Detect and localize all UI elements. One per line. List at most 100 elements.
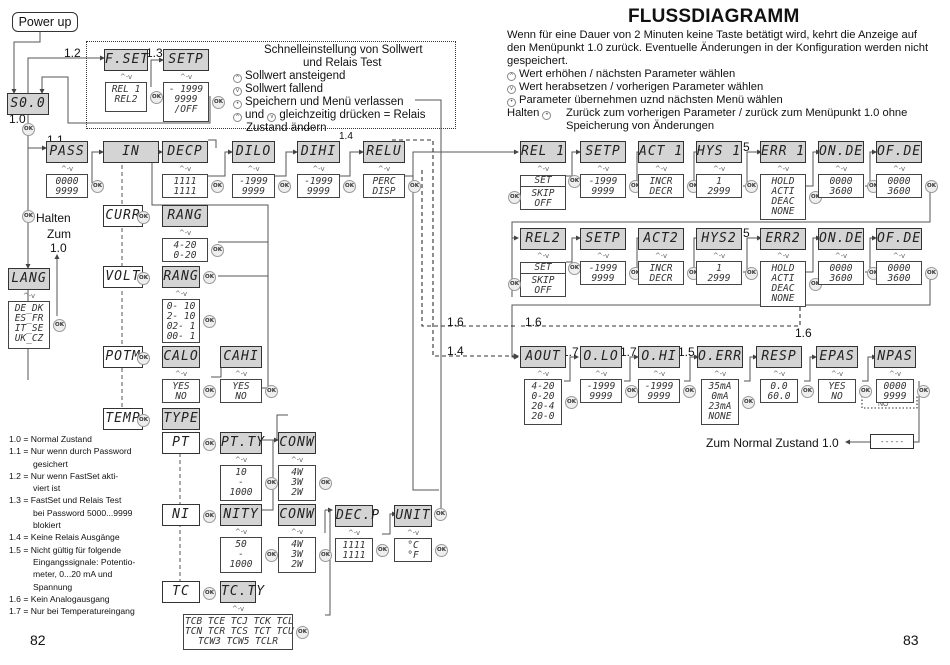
ok-button-icon[interactable]: OK [434,508,447,521]
ok-button-icon[interactable]: OK [203,438,216,451]
up-down-buttons-icon[interactable]: ^-v [234,528,248,536]
ok-button-icon[interactable]: OK [745,180,758,193]
ok-button-icon[interactable]: OK [137,211,150,224]
ok-button-icon[interactable]: OK [319,477,332,490]
ok-button-icon[interactable]: OK [408,180,421,193]
node-hys2-title[interactable]: HYS2 [696,228,742,250]
node-act2-title[interactable]: ACT2 [638,228,684,250]
up-down-buttons-icon[interactable]: ^-v [888,370,902,378]
ok-button-icon[interactable]: OK [137,352,150,365]
node-ptty-title[interactable]: PT.TY [220,432,264,454]
node-rel1-title[interactable]: REL 1 [520,141,566,163]
ok-button-icon[interactable]: OK [203,271,216,284]
ok-button-icon[interactable]: OK [22,123,35,136]
up-down-buttons-icon[interactable]: ^-v [247,165,260,173]
node-calo-title[interactable]: CALO [162,346,200,368]
ok-button-icon[interactable]: OK [435,544,448,557]
node-npas-title[interactable]: NPAS [874,346,916,368]
up-down-buttons-icon[interactable]: ^-v [594,370,608,378]
ok-button-icon[interactable]: OK [211,244,224,257]
up-down-buttons-icon[interactable]: ^-v [536,252,550,260]
ok-button-icon[interactable]: OK [683,385,696,398]
up-down-buttons-icon[interactable]: ^-v [776,252,790,260]
up-down-buttons-icon[interactable]: ^-v [652,370,666,378]
node-tcty-title[interactable]: TC.TY [220,581,264,603]
ok-button-icon[interactable]: OK [91,180,104,193]
node-cahi-title[interactable]: CAHI [220,346,262,368]
node-decp-t-title[interactable]: DEC.P [335,505,379,527]
node-conw-ni-title[interactable]: CONW [278,504,316,526]
ok-button-icon[interactable]: OK [53,319,66,332]
node-nity-title[interactable]: NITY [220,504,262,526]
node-tc[interactable]: TC [162,581,200,603]
node-potm[interactable]: POTM [103,346,143,368]
up-down-buttons-icon[interactable]: ^-v [312,165,325,173]
up-down-buttons-icon[interactable]: ^-v [772,370,786,378]
node-pass-title[interactable]: PASS [46,141,88,163]
node-epas-title[interactable]: EPAS [816,346,858,368]
node-rang-curr-title[interactable]: RANG [162,205,208,227]
ok-button-icon[interactable]: OK [203,510,216,523]
ok-button-icon[interactable]: OK [625,385,638,398]
up-down-buttons-icon[interactable]: ^-v [834,252,848,260]
node-curr[interactable]: CURR [103,205,143,227]
up-down-buttons-icon[interactable]: ^-v [60,165,74,173]
up-down-buttons-icon[interactable]: ^-v [536,165,550,173]
up-down-buttons-icon[interactable]: ^-v [234,456,248,464]
up-down-buttons-icon[interactable]: ^-v [654,165,668,173]
node-olo-title[interactable]: O.LO [580,346,622,368]
up-down-buttons-icon[interactable]: ^-v [892,165,906,173]
node-ohi-title[interactable]: O.HI [638,346,680,368]
node-dilo-title[interactable]: DILO [232,141,275,163]
ok-button-icon[interactable]: OK [376,544,389,557]
up-down-buttons-icon[interactable]: ^-v [179,73,193,81]
node-setp2-title[interactable]: SETP [580,228,626,250]
ok-button-icon[interactable]: OK [508,278,521,291]
ok-button-icon[interactable]: OK [343,180,356,193]
up-down-buttons-icon[interactable]: ^-v [290,456,304,464]
node-setp-fast-title[interactable]: SETP [163,49,209,71]
node-aout-title[interactable]: AOUT [520,346,566,368]
ok-button-icon[interactable]: OK [801,385,814,398]
ok-button-icon[interactable]: OK [508,191,521,204]
node-setp1-title[interactable]: SETP [580,141,626,163]
up-down-buttons-icon[interactable]: ^-v [347,529,361,537]
up-down-buttons-icon[interactable]: ^-v [22,292,36,300]
node-temp[interactable]: TEMP [103,408,143,430]
ok-button-icon[interactable]: OK [742,396,755,409]
up-down-buttons-icon[interactable]: ^-v [834,165,848,173]
node-err1-title[interactable]: ERR 1 [760,141,806,163]
node-onde1-title[interactable]: ON.DE [818,141,864,163]
up-down-buttons-icon[interactable]: ^-v [596,252,610,260]
ok-button-icon[interactable]: OK [859,385,872,398]
ok-button-icon[interactable]: OK [265,385,278,398]
node-type[interactable]: TYPE [162,408,200,430]
up-down-buttons-icon[interactable]: ^-v [178,229,192,237]
node-resp-title[interactable]: RESP [756,346,802,368]
up-down-buttons-icon[interactable]: ^-v [178,165,192,173]
node-relu-title[interactable]: RELU [363,141,405,163]
ok-button-icon[interactable]: OK [137,414,150,427]
ok-button-icon[interactable]: OK [745,267,758,280]
up-down-buttons-icon[interactable]: ^-v [892,252,906,260]
up-down-buttons-icon[interactable]: ^-v [174,370,188,378]
up-down-buttons-icon[interactable]: ^-v [712,252,726,260]
up-down-buttons-icon[interactable]: ^-v [713,370,727,378]
ok-button-icon[interactable]: OK [203,385,216,398]
node-ofde2-title[interactable]: OF.DE [876,228,922,250]
ok-button-icon[interactable]: OK [565,396,578,409]
ok-button-icon[interactable]: OK [925,180,938,193]
node-s00[interactable]: S0.0 [7,93,49,115]
up-down-buttons-icon[interactable]: ^-v [596,165,610,173]
ok-button-icon[interactable]: OK [917,385,930,398]
up-down-buttons-icon[interactable]: ^-v [654,252,668,260]
ok-button-icon[interactable]: OK [150,91,163,104]
ok-button-icon[interactable]: OK [203,315,216,328]
node-ofde1-title[interactable]: OF.DE [876,141,922,163]
up-down-buttons-icon[interactable]: ^-v [174,290,188,298]
ok-button-icon[interactable]: OK [212,96,225,109]
node-rang-volt-title[interactable]: RANG [162,266,200,288]
node-conw-pt-title[interactable]: CONW [278,432,316,454]
node-hys1-title[interactable]: HYS 1 [696,141,742,163]
up-down-buttons-icon[interactable]: ^-v [776,165,790,173]
